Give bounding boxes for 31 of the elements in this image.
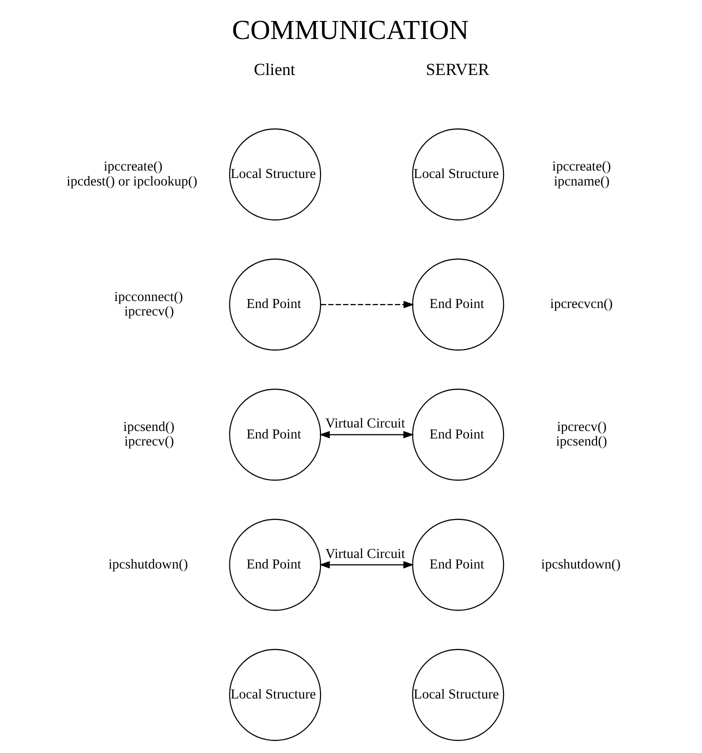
node-label: ipcrecv() xyxy=(124,434,174,449)
node-label: ipcshutdown() xyxy=(108,556,188,572)
node-circle: End Point xyxy=(412,258,504,351)
edge-label: Virtual Circuit xyxy=(325,546,406,561)
node-circle: Local Structure xyxy=(412,128,504,220)
node-circle: Local Structure xyxy=(229,128,322,220)
node-label: ipcrecv() xyxy=(124,304,174,319)
arrow xyxy=(319,430,414,438)
node-circle: Local Structure xyxy=(412,648,504,741)
node-circle: End Point xyxy=(412,518,504,611)
node-circle: End Point xyxy=(229,258,322,351)
node-label: ipcsend() xyxy=(123,418,174,434)
node-label: ipcshutdown() xyxy=(541,556,621,572)
diagram-title: COMMUNICATION xyxy=(232,14,469,45)
node-label: ipcrecvcn() xyxy=(550,296,613,312)
node-label: ipccreate() xyxy=(104,158,162,174)
arrow xyxy=(319,561,414,569)
label: SERVER xyxy=(426,60,490,79)
label: Client xyxy=(254,60,296,79)
edge-label: Virtual Circuit xyxy=(325,416,406,431)
node-label: ipcconnect() xyxy=(114,288,184,304)
node-circle: End Point xyxy=(229,388,322,481)
node-label: ipcsend() xyxy=(556,434,608,449)
arrow xyxy=(320,300,414,308)
node-label: ipcname() xyxy=(554,173,610,188)
node-circle: End Point xyxy=(412,388,504,481)
node-label: ipcrecv() xyxy=(557,418,607,434)
node-label: ipccreate() xyxy=(552,158,612,174)
node-circle: Local Structure xyxy=(229,648,322,741)
node-label: ipcdest() or ipclookup() xyxy=(66,173,198,188)
node-circle: End Point xyxy=(229,518,322,611)
